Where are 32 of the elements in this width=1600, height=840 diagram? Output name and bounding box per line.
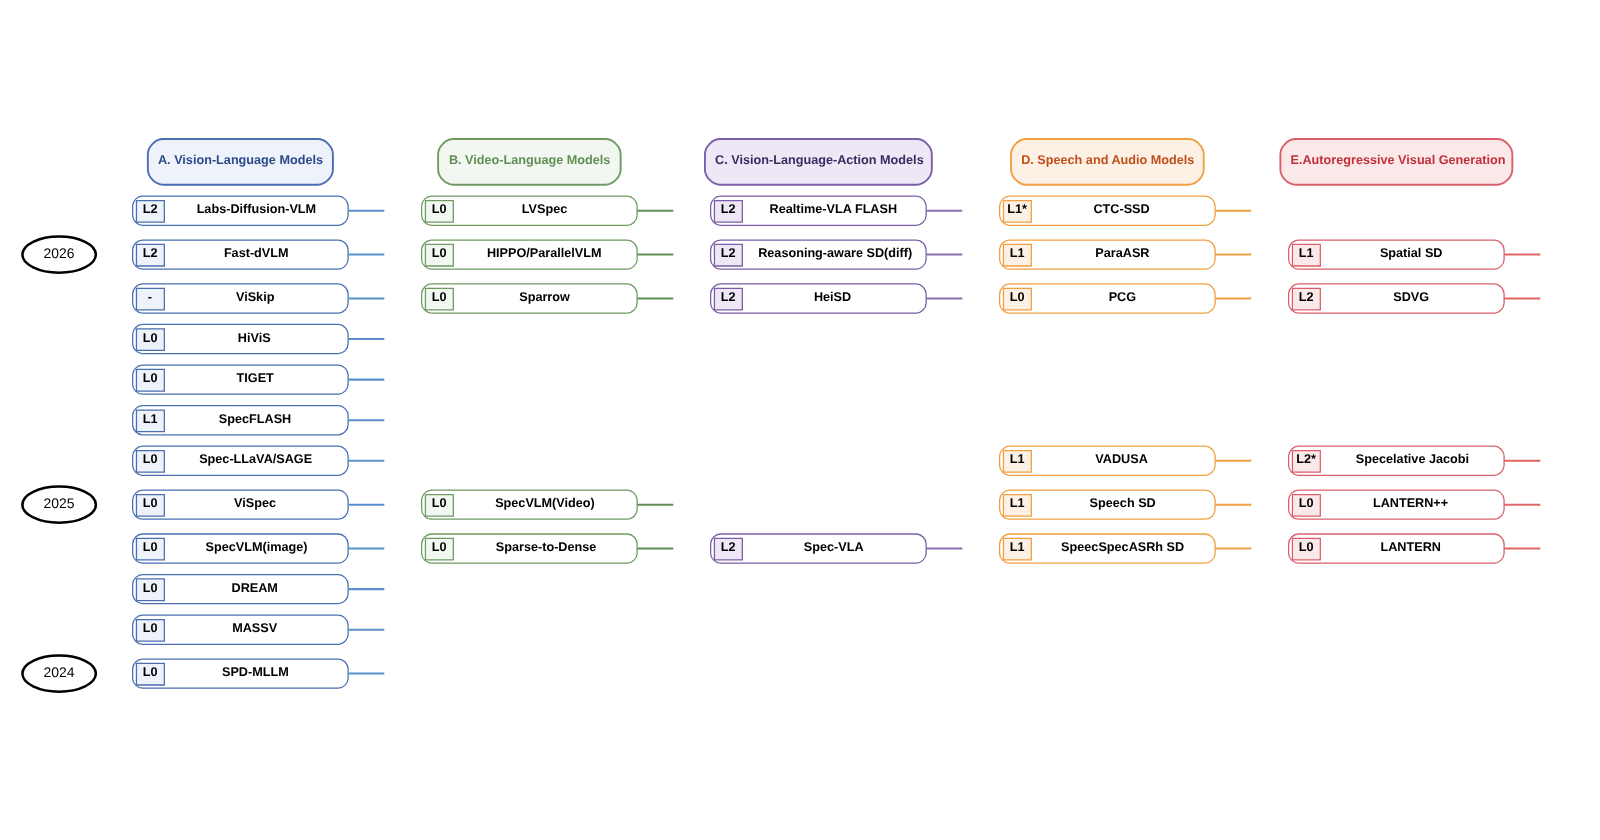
connector	[1215, 252, 1252, 255]
connector	[1215, 296, 1252, 299]
connector	[1215, 546, 1252, 549]
connector	[348, 418, 385, 421]
connector	[348, 377, 385, 380]
connector	[926, 252, 963, 255]
connector	[1215, 502, 1252, 505]
connector	[637, 296, 674, 299]
connector	[348, 627, 385, 630]
connector	[637, 502, 674, 505]
connector	[1504, 296, 1541, 299]
connector	[926, 208, 963, 211]
connector	[348, 296, 385, 299]
connector	[926, 296, 963, 299]
connector	[637, 208, 674, 211]
connector	[637, 546, 674, 549]
connector	[348, 546, 385, 549]
connector	[637, 252, 674, 255]
connector	[348, 671, 385, 674]
connector	[1504, 252, 1541, 255]
connector	[348, 208, 385, 211]
connector	[348, 252, 385, 255]
connector	[1504, 458, 1541, 461]
connector	[1504, 502, 1541, 505]
connector	[348, 458, 385, 461]
connector	[1215, 458, 1252, 461]
connector	[348, 502, 385, 505]
connector	[1215, 208, 1252, 211]
connector	[348, 587, 385, 590]
connector	[348, 337, 385, 340]
connector	[1504, 546, 1541, 549]
connector	[926, 546, 963, 549]
